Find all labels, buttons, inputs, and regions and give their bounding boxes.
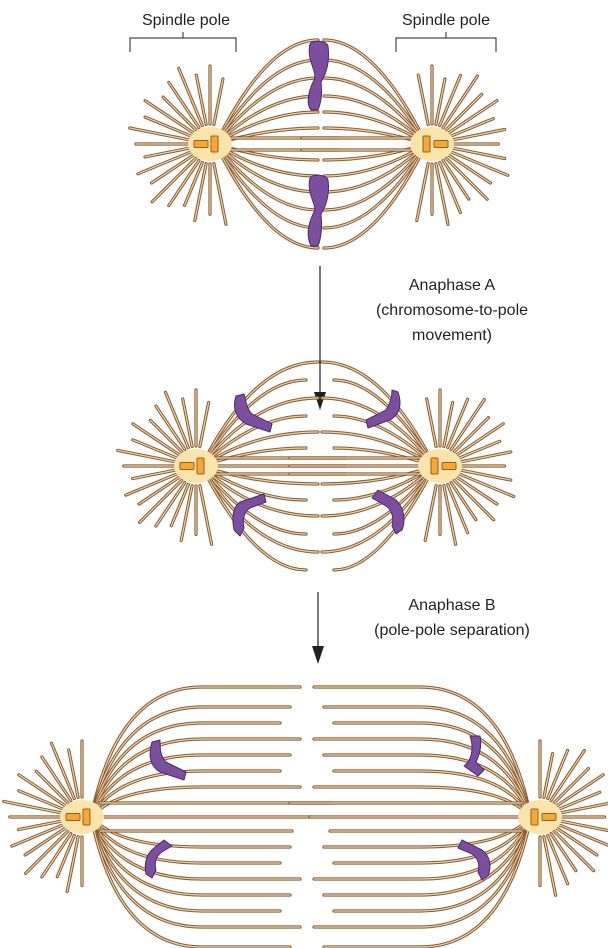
centriole [66, 814, 80, 821]
astral-microtubule [118, 450, 177, 462]
astral-microtubule [544, 837, 556, 896]
centriole [211, 136, 218, 152]
centriole [542, 814, 556, 821]
centriole [423, 136, 430, 152]
chromatid [464, 736, 484, 776]
astral-microtubule [427, 399, 436, 447]
stage-metaphase: Spindle pole Spindle pole [130, 12, 508, 248]
anaphase-a-line-3: movement) [412, 327, 492, 344]
astral-microtubule [417, 164, 428, 221]
astral-microtubule [436, 164, 448, 225]
microtubule [324, 128, 420, 142]
astral-microtubule [195, 164, 206, 221]
centriole [194, 141, 208, 148]
anaphase-a-caption: Anaphase A (chromosome-to-pole movement) [376, 277, 528, 344]
anaphase-b-line-1: Anaphase B [408, 597, 495, 614]
stage-anaphase-b [4, 687, 608, 947]
microtubule [324, 820, 528, 847]
astral-microtubule [214, 164, 226, 225]
chromatids [145, 736, 490, 880]
astral-microtubule [214, 79, 223, 124]
centrosome [410, 127, 454, 161]
centrosome [174, 449, 218, 483]
centriole [434, 141, 448, 148]
microtubule [314, 787, 528, 814]
arrow-anaphase-a [314, 266, 326, 410]
centriole [442, 463, 456, 470]
microtubule [208, 468, 318, 484]
chromosomes [308, 41, 328, 246]
microtubule [94, 820, 290, 847]
microtubule [324, 146, 420, 160]
centriole [180, 463, 194, 470]
centrosome [60, 800, 104, 834]
arrow-anaphase-b [312, 592, 324, 664]
astral-microtubule [418, 75, 428, 124]
anaphase-b-caption: Anaphase B (pole-pole separation) [374, 597, 530, 639]
centrosome [518, 800, 562, 834]
spindle-microtubules [94, 687, 528, 947]
centrosome [188, 127, 232, 161]
microtubule [222, 128, 318, 142]
microtubule [222, 146, 318, 160]
microtubule [94, 787, 300, 814]
spindle-pole-right-bracket [396, 32, 496, 52]
astral-microtubule [425, 486, 436, 541]
anaphase-b-line-2: (pole-pole separation) [374, 622, 530, 639]
astral-microtubule [4, 801, 63, 813]
anaphase-a-line-1: Anaphase A [409, 277, 496, 294]
astral-microtubule [200, 403, 209, 447]
centriole [531, 809, 538, 825]
centriole [431, 458, 438, 474]
chromatids [233, 390, 404, 536]
centrosome [418, 449, 462, 483]
centriole [83, 809, 90, 825]
spindle-pole-left-bracket [130, 32, 236, 52]
microtubule [322, 468, 428, 484]
astral-microtubule [130, 128, 191, 140]
astral-microtubule [200, 486, 212, 545]
microtubule [208, 448, 306, 464]
spindle-pole-left-label: Spindle pole [142, 12, 230, 29]
centriole [197, 458, 204, 474]
chromosome-top [308, 41, 328, 110]
anaphase-a-line-2: (chromosome-to-pole [376, 302, 528, 319]
spindle-pole-right-label: Spindle pole [402, 12, 490, 29]
astral-microtubule [444, 486, 456, 545]
